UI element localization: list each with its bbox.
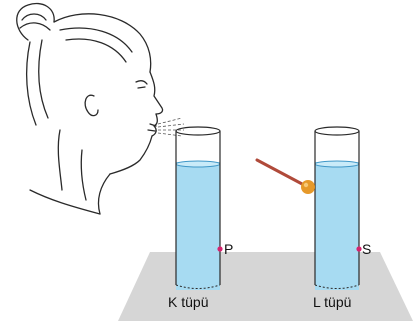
tube-k-water-surface [176, 161, 220, 167]
point-s-label: S [362, 241, 371, 257]
point-p-label: P [224, 241, 233, 257]
rod [257, 160, 304, 185]
rod-ball [301, 180, 315, 194]
tube-l-label: L tüpü [313, 294, 351, 310]
heated-rod-icon [257, 160, 315, 194]
point-s-marker [356, 246, 361, 251]
tube-k-label: K tüpü [168, 294, 208, 310]
tube-k-water [176, 162, 220, 290]
tube-l-rim [315, 127, 359, 135]
table-surface [118, 252, 413, 321]
tube-l-water [315, 162, 359, 290]
tube-k-rim [176, 127, 220, 135]
point-p-marker [217, 246, 222, 251]
woman-head-icon [17, 4, 163, 214]
tube-l-water-surface [315, 161, 359, 167]
